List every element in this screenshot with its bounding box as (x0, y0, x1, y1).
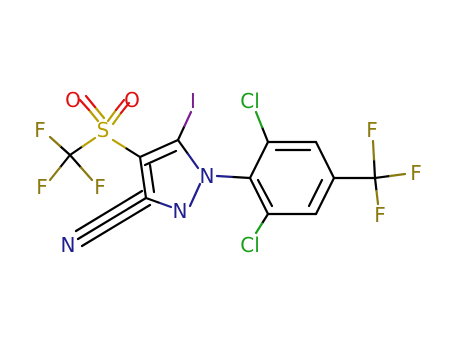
bond-segment-24 (188, 193, 197, 208)
bond-segment-54 (373, 176, 378, 193)
bond-segment-31 (76, 196, 148, 241)
bond-segment-18 (125, 147, 142, 159)
bond-segment-22 (186, 152, 200, 170)
atom-F3: F (94, 175, 106, 199)
bond-segment-38 (314, 140, 336, 180)
bond-segment-20 (143, 149, 178, 167)
bond-segment-34 (215, 174, 235, 179)
atom-F4: F (366, 118, 378, 142)
bond-segment-44 (256, 178, 274, 208)
bond-segment-39 (314, 176, 336, 216)
bond-segment-53 (388, 172, 407, 178)
atom-N1: N (200, 164, 215, 188)
bond-segment-11 (93, 105, 106, 120)
atom-F2: F (36, 175, 48, 199)
bond-segment-19 (138, 138, 180, 159)
atom-S: S (97, 118, 110, 142)
bond-segment-3 (58, 153, 72, 169)
bond-segment-17 (111, 138, 128, 150)
bond-segment-12 (84, 94, 97, 109)
atom-F1: F (34, 118, 46, 142)
bond-segment-1 (58, 144, 72, 157)
bond-segment-4 (48, 166, 62, 182)
bond-segment-25 (157, 201, 173, 209)
bond-segment-23 (193, 182, 202, 197)
bond-segment-47 (260, 212, 270, 225)
atom-Cl-bottom: Cl (240, 233, 260, 257)
bond-segment-32 (74, 189, 144, 233)
bond-segment-36 (248, 140, 270, 180)
bond-segment-29 (176, 124, 186, 142)
bond-segment-2 (48, 135, 62, 148)
bond-segment-21 (176, 138, 190, 156)
bond-segment-41 (248, 176, 270, 216)
atom-N2: N (173, 199, 188, 223)
bond-segment-15 (111, 111, 123, 126)
bond-segment-55 (375, 189, 380, 206)
bond-segment-14 (114, 98, 126, 112)
bond-segment-33 (80, 203, 152, 248)
bond-segment-16 (119, 101, 131, 115)
bonds-group (48, 94, 407, 248)
atom-N-nitrile: N (61, 233, 76, 257)
bond-segment-30 (183, 110, 193, 128)
bond-segment-43 (307, 178, 324, 208)
bond-segment-7 (68, 145, 84, 157)
bond-segment-6 (79, 166, 94, 182)
bond-segment-45 (260, 125, 270, 144)
bond-segment-46 (254, 110, 264, 129)
bond-segment-5 (68, 153, 83, 169)
atom-F5: F (410, 161, 422, 185)
atom-Cl-top: Cl (240, 89, 260, 113)
bond-segment-27 (138, 155, 148, 200)
bond-segment-35 (232, 175, 252, 180)
bond-segment-10 (78, 98, 91, 112)
bond-segment-26 (144, 196, 160, 204)
bond-segment-28 (148, 163, 156, 194)
atom-I: I (190, 89, 196, 113)
bond-segment-13 (106, 108, 118, 123)
bond-segment-51 (371, 139, 376, 161)
atom-O2: O (124, 88, 140, 112)
bond-segment-8 (81, 136, 97, 148)
bond-segment-50 (372, 158, 377, 180)
atom-O1: O (65, 88, 81, 112)
bond-segment-9 (87, 108, 100, 123)
bond-segment-48 (254, 222, 264, 235)
bond-segment-52 (373, 174, 392, 180)
atom-labels-group: F F F S O O I N N N Cl Cl F F F (34, 88, 422, 257)
atom-F6: F (374, 203, 386, 227)
